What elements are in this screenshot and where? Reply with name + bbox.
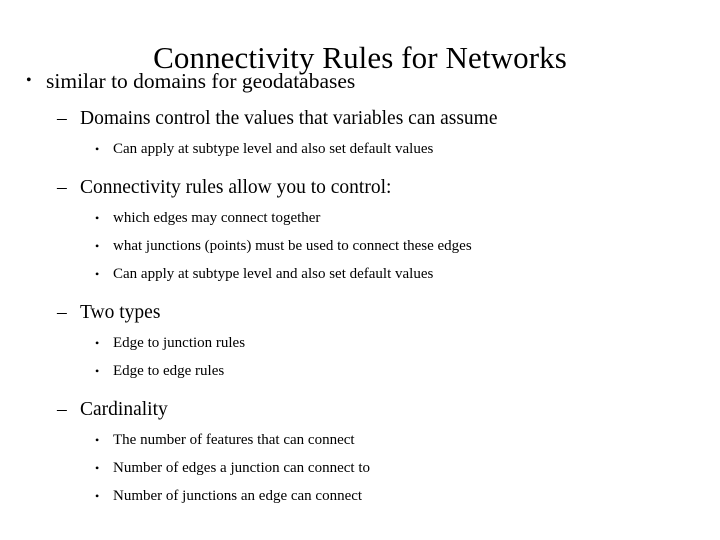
dash-bullet-icon: –: [57, 177, 67, 198]
round-bullet-icon: •: [95, 239, 100, 253]
outline-item-text: Edge to junction rules: [113, 335, 246, 351]
round-bullet-icon: •: [95, 489, 100, 503]
outline-item-level-3: • what junctions (points) must be used to…: [0, 232, 720, 260]
outline-item-text: The number of features that can connect: [113, 432, 355, 448]
outline-item-level-2: –Domains control the values that variabl…: [0, 105, 720, 133]
round-bullet-icon: •: [95, 364, 100, 378]
outline-item-level-3: • Can apply at subtype level and also set…: [0, 260, 720, 288]
outline-item-level-2: –Connectivity rules allow you to control…: [0, 174, 720, 202]
page-title: Connectivity Rules for Networks: [153, 39, 567, 75]
outline-item-text: Can apply at subtype level and also set …: [113, 141, 434, 157]
outline-item-text: Can apply at subtype level and also set …: [113, 266, 434, 282]
outline-item-text: Connectivity rules allow you to control:: [80, 177, 392, 198]
round-bullet-icon: •: [95, 211, 100, 225]
round-bullet-icon: •: [95, 142, 100, 156]
outline-item-text: Number of junctions an edge can connect: [113, 488, 363, 504]
outline-item-level-2: –Two types: [0, 299, 720, 327]
outline-item-level-3: • The number of features that can connect: [0, 426, 720, 454]
slide-body-outline: •similar to domains for geodatabases–Dom…: [0, 66, 720, 510]
outline-item-text: Cardinality: [80, 399, 168, 420]
round-bullet-icon: •: [26, 72, 32, 89]
outline-item-level-3: • Edge to junction rules: [0, 329, 720, 357]
outline-item-text: which edges may connect together: [113, 210, 321, 226]
outline-item-text: Edge to edge rules: [113, 363, 225, 379]
round-bullet-icon: •: [95, 433, 100, 447]
dash-bullet-icon: –: [57, 302, 67, 323]
outline-item-text: similar to domains for geodatabases: [46, 69, 356, 93]
round-bullet-icon: •: [95, 461, 100, 475]
round-bullet-icon: •: [95, 336, 100, 350]
dash-bullet-icon: –: [57, 108, 67, 129]
dash-bullet-icon: –: [57, 399, 67, 420]
outline-item-level-3: • Edge to edge rules: [0, 357, 720, 385]
outline-item-text: what junctions (points) must be used to …: [113, 238, 472, 254]
outline-item-level-3: • Number of edges a junction can connect …: [0, 454, 720, 482]
outline-item-text: Domains control the values that variable…: [80, 108, 498, 129]
outline-item-level-1: • similar to domains for geodatabases: [0, 66, 720, 96]
outline-item-text: Number of edges a junction can connect t…: [113, 460, 370, 476]
round-bullet-icon: •: [95, 267, 100, 281]
outline-item-level-3: • Number of junctions an edge can connect: [0, 482, 720, 510]
outline-item-text: Two types: [80, 302, 161, 323]
outline-item-level-3: • Can apply at subtype level and also set…: [0, 135, 720, 163]
outline-item-level-3: • which edges may connect together: [0, 204, 720, 232]
outline-item-level-2: –Cardinality: [0, 396, 720, 424]
